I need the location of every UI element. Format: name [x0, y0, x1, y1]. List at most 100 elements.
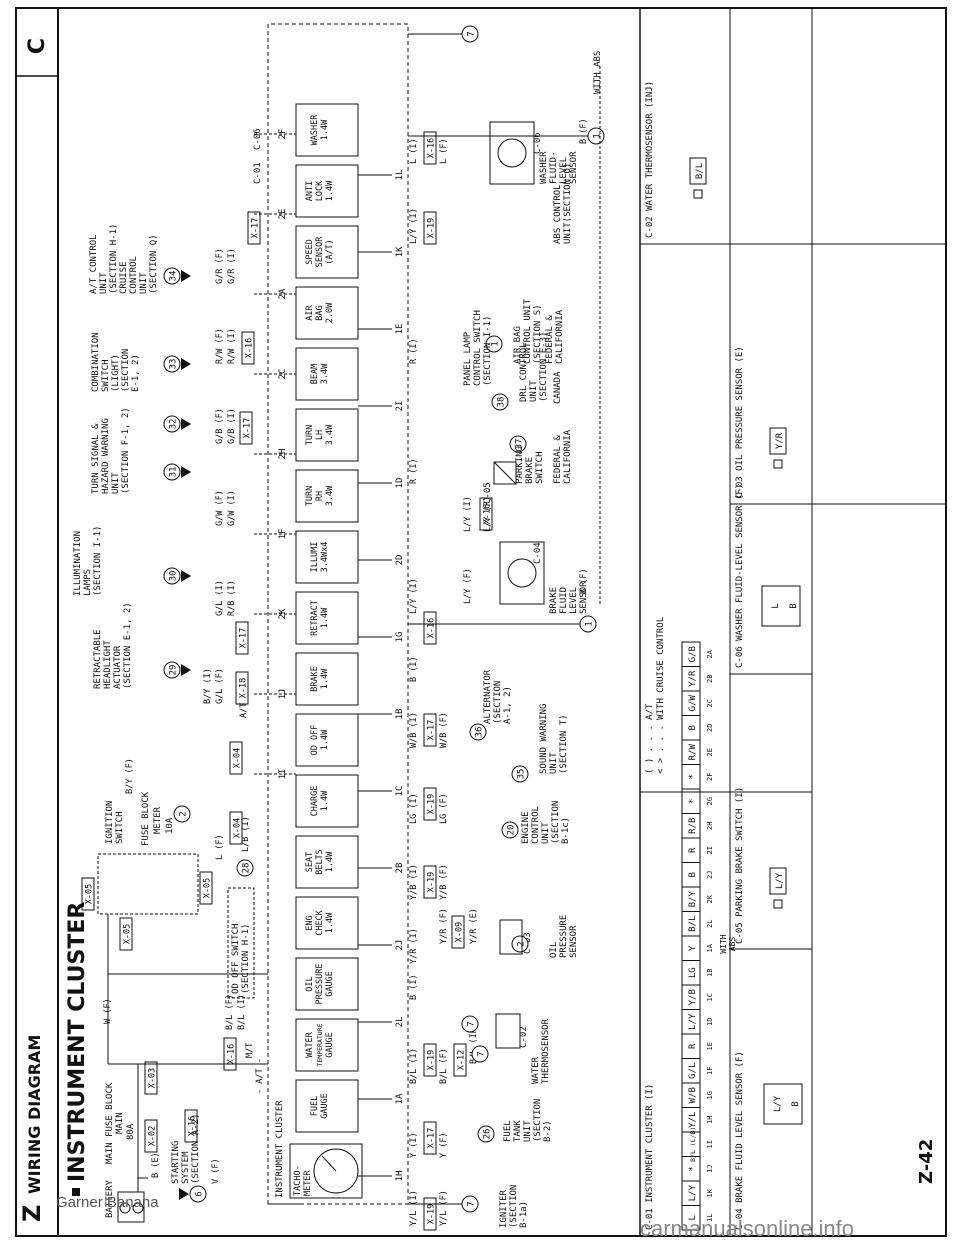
brand-watermark: Garner Banana — [56, 1194, 159, 1211]
starting-system-label: SYSTEM — [181, 1151, 191, 1184]
starting-system-label: (SECTION A-2) — [191, 1114, 201, 1184]
wire-color: Y/R (F) — [439, 908, 449, 944]
gauge-box — [295, 591, 359, 645]
top-ref-label: TURN SIGNAL & — [91, 423, 101, 494]
cluster-pin-top: 1F — [278, 529, 288, 540]
pin-number-label: 1L — [706, 1214, 714, 1222]
ref-circle — [469, 723, 487, 741]
gauge-label: RH — [315, 491, 325, 501]
gauge-label: TEMPERATURE — [316, 1023, 324, 1066]
top-ref-label: HEADLIGHT — [103, 640, 113, 689]
connector-box — [144, 1119, 158, 1153]
bottom-ref-label: BRAKE — [549, 587, 559, 614]
bullet-icon — [72, 1188, 80, 1196]
connector-box — [184, 1109, 198, 1143]
gauge-label: 1.4W — [320, 729, 330, 750]
meter-label: METER — [153, 806, 163, 834]
connector-box — [144, 1061, 158, 1095]
top-ref-label: (SECTION I-1) — [93, 526, 103, 596]
cluster-pin-top: 1J — [278, 689, 288, 700]
legend-c06-title: C-06 WASHER FLUID-LEVEL SENSOR (F) — [735, 484, 745, 668]
wire-color: L/Y (I) — [409, 578, 419, 614]
wire-color: L/B (I) — [241, 816, 251, 852]
cluster-pin-bottom: 1C — [395, 786, 405, 797]
bottom-ref-label: FEDERAL & — [545, 315, 555, 364]
bottom-ref-label: CONTROL — [531, 806, 541, 844]
arrow-icon — [181, 418, 191, 430]
ref-circle — [163, 415, 181, 433]
cluster-pin-bottom: 1D — [395, 478, 405, 489]
sensor-float-icon — [497, 138, 527, 168]
pin-color-label: Y — [688, 945, 698, 951]
ref-circle-number: 2 — [179, 811, 189, 816]
main-fuse-amp: 80A — [126, 1123, 136, 1140]
pin-number-label: 1B — [706, 969, 714, 977]
cluster-pin-bottom: 2B — [395, 863, 405, 874]
wire-color: Y (I) — [409, 1132, 419, 1158]
ref-circle-number: 31 — [169, 467, 179, 478]
top-ref-label: (SECTION Q) — [149, 234, 159, 294]
pin-number-label: 1G — [706, 1091, 714, 1099]
cluster-pin-top: 2F — [278, 129, 288, 140]
legend-c01-title: C-01 INSTRUMENT CLUSTER (I) — [645, 1084, 655, 1230]
top-ref-label: UNIT — [99, 272, 109, 294]
legend-c04-pin: L/Y — [773, 1095, 783, 1112]
connector-label: X-04 — [233, 818, 243, 838]
main-fuse-label: MAIN — [115, 1112, 125, 1134]
cluster-pin-top: 1I — [278, 769, 288, 780]
ref-circle — [491, 393, 509, 411]
top-ref-label: (LIGHT) — [111, 354, 121, 392]
wire-color: R (I) — [409, 338, 419, 364]
wire-color: L (F) — [215, 834, 225, 860]
legend-c03-title: C-03 OIL PRESSURE SENSOR (E) — [735, 346, 745, 498]
pin-cell — [769, 427, 787, 455]
gauge-label: SPEED — [305, 239, 315, 265]
legend-c04-pin: B — [791, 1101, 801, 1106]
pin-number-label: 1D — [706, 1018, 714, 1026]
wire-color: L/Y (I) — [409, 208, 419, 244]
bottom-ref-label: ALTERNATOR — [483, 669, 493, 724]
wire-color: L (I) — [409, 138, 419, 164]
bottom-ref-label: (SECTION — [509, 1185, 519, 1228]
bottom-ref-label: PANEL LAMP — [463, 331, 473, 386]
gauge-box — [295, 408, 359, 462]
ref-circle-number: 7 — [477, 1051, 487, 1056]
gauge-label: OD OFF — [310, 725, 320, 756]
connector-box — [423, 131, 437, 165]
top-ref-label: A/T CONTROL — [89, 234, 99, 294]
cluster-top-connector: C-01 — [253, 162, 263, 184]
instrument-cluster-label: INSTRUMENT CLUSTER — [275, 1100, 285, 1198]
connector-box — [199, 871, 213, 905]
ref-circle-number: 1 — [593, 133, 603, 138]
brake-fluid-sensor-icon — [499, 541, 545, 605]
gauge-label: SEAT — [305, 852, 315, 872]
cluster-pin-top: 2K — [278, 608, 288, 619]
gauge-box — [295, 896, 359, 950]
bottom-ref-label: TANK — [513, 1120, 523, 1142]
bottom-ref-label: B-1c) — [561, 817, 571, 844]
od-off-switch-ref: OD OFF SWITCH — [231, 924, 241, 994]
battery-box — [117, 1191, 145, 1223]
cluster-pin-bottom: 1G — [395, 632, 405, 643]
top-ref-label: SWITCH — [101, 359, 111, 392]
bottom-ref-label: B-2) — [543, 1120, 553, 1142]
top-ref-label: UNIT — [139, 272, 149, 294]
connector-label: X-05 — [203, 878, 213, 898]
gauge-label: LH — [315, 430, 325, 440]
cluster-pin-top: 2C — [278, 369, 288, 380]
at-label: A/T — [239, 703, 249, 718]
connector-box — [229, 741, 243, 775]
legend-c06-pin: L — [771, 603, 781, 608]
connector-label: X-16 — [427, 618, 437, 638]
pin-number-label: 2G — [706, 797, 714, 805]
pin-color-label: G/L — [688, 1063, 698, 1079]
connector-label: X-19 — [427, 872, 437, 892]
wire-color: B/L (F) — [439, 1048, 449, 1084]
connector-box — [119, 917, 133, 951]
connector-box — [239, 411, 253, 445]
connector-label: X-16 — [227, 1044, 237, 1064]
bottom-ref-label: B-1a) — [519, 1201, 529, 1228]
connector-box — [81, 877, 95, 911]
connector-label: X-17 — [427, 720, 437, 740]
wire-color: B (I) — [409, 974, 419, 1000]
